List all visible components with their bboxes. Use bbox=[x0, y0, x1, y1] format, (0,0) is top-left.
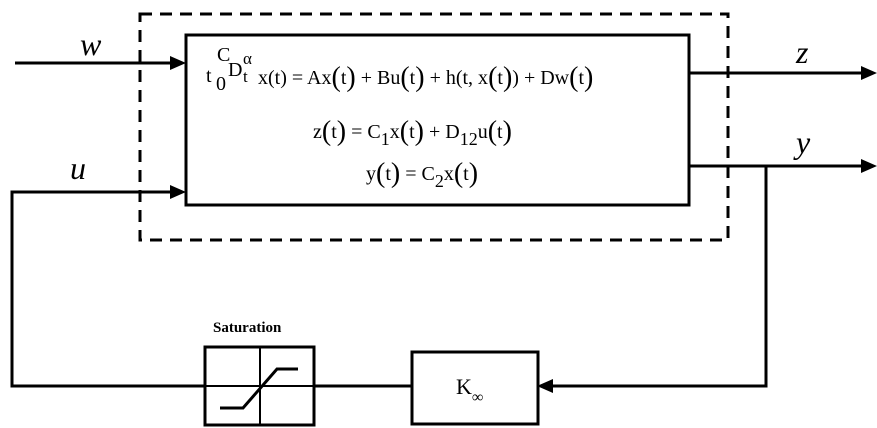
system-boundary-dashed-box bbox=[138, 12, 730, 242]
signal-w-label: w bbox=[80, 26, 102, 62]
state-eq-body: x(t) = Ax(t) + Bu(t) + h(t, x(t)) + Dw(t… bbox=[258, 62, 594, 93]
feedback-line bbox=[552, 166, 768, 388]
signal-y-label: y bbox=[796, 124, 811, 160]
signal-u-label: u bbox=[70, 150, 86, 186]
output-y-equation: y(t) = C2x(t) bbox=[366, 158, 479, 191]
controller-gain-label: K∞ bbox=[456, 374, 484, 406]
state-equation: C t 0 D t α x(t) = Ax(t) + Bu(t) + h(t, … bbox=[203, 44, 673, 96]
controller-input-arrowhead bbox=[537, 379, 553, 393]
derivative-D: D bbox=[228, 59, 243, 81]
signal-z-label: z bbox=[796, 34, 809, 70]
derivative-sub-t: t bbox=[243, 67, 248, 86]
saturation-curve bbox=[220, 367, 298, 410]
caputo-C: C bbox=[217, 44, 231, 66]
lower-limit-t: t bbox=[206, 65, 212, 87]
w-arrowhead bbox=[170, 56, 186, 70]
lower-limit-0: 0 bbox=[216, 73, 226, 95]
output-z-equation: z(t) = C1x(t) + D12u(t) bbox=[313, 116, 512, 149]
saturation-label: Saturation bbox=[213, 320, 282, 336]
u-input-line bbox=[10, 190, 205, 388]
order-alpha: α bbox=[243, 49, 252, 68]
plant-block bbox=[184, 33, 691, 207]
controller-block bbox=[410, 350, 540, 426]
z-arrowhead bbox=[861, 66, 877, 80]
y-arrowhead bbox=[861, 159, 877, 173]
u-arrowhead bbox=[170, 185, 186, 199]
